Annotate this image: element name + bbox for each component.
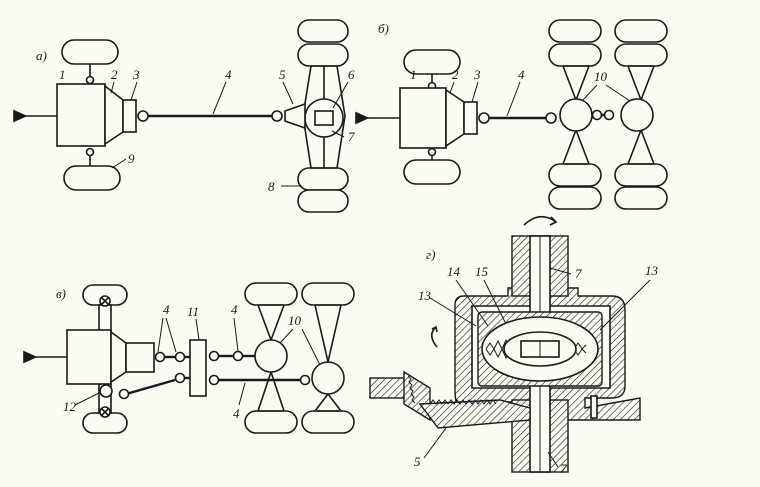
- wheel: [614, 43, 668, 67]
- label: 13: [418, 288, 432, 303]
- label: 12: [63, 399, 77, 414]
- wheel: [301, 282, 355, 306]
- engine: [399, 87, 447, 149]
- panel-c-letter: в): [56, 286, 66, 301]
- universal-joint: [137, 110, 149, 122]
- label: 15: [475, 264, 489, 279]
- wheel: [403, 159, 461, 185]
- label: 10: [288, 313, 302, 328]
- wheel: [614, 186, 668, 210]
- wheel: [63, 165, 121, 191]
- universal-joint: [591, 109, 603, 121]
- gearbox: [125, 342, 155, 373]
- label: 7: [575, 266, 582, 281]
- wheel: [548, 19, 602, 43]
- gearbox: [122, 99, 137, 133]
- clutch: [110, 330, 127, 384]
- differential: [314, 110, 334, 126]
- label: 13: [645, 263, 659, 278]
- axle-housing: [311, 361, 345, 395]
- panel-a-letter: а): [36, 48, 47, 63]
- universal-joint: [478, 112, 490, 124]
- label: 8: [268, 179, 275, 194]
- label: 1: [59, 67, 66, 82]
- label: 4: [163, 302, 170, 317]
- wheel: [297, 189, 349, 213]
- panel-b-letter: б): [378, 21, 389, 36]
- wheel: [297, 19, 349, 43]
- label: 4: [233, 406, 240, 421]
- label: 4: [225, 67, 232, 82]
- wheel: [301, 410, 355, 434]
- panel-c: в) 4 11 4 10 12 4: [23, 282, 355, 434]
- label: 5: [279, 67, 286, 82]
- engine: [66, 329, 112, 385]
- wheel: [614, 19, 668, 43]
- panel-b: б) 1 2 3 4 10: [355, 19, 668, 210]
- label: 2: [111, 67, 118, 82]
- label: 10: [594, 69, 608, 84]
- wheel: [244, 282, 298, 306]
- panel-d: г) 14 15 7 13 13 5 7: [369, 215, 659, 476]
- wheel: [548, 163, 602, 187]
- wheel: [548, 43, 602, 67]
- front-differential: [99, 384, 113, 398]
- universal-joint: [603, 109, 615, 121]
- label: 2: [452, 67, 459, 82]
- transfer-box: [189, 339, 207, 397]
- label: 14: [447, 264, 461, 279]
- gearbox: [463, 101, 478, 135]
- axle-housing: [559, 98, 593, 132]
- label: 4: [231, 302, 238, 317]
- wheel: [297, 43, 349, 67]
- label: 9: [128, 151, 135, 166]
- panel-a: а) 1 2 3 4 5 6 7 8 9: [13, 19, 355, 213]
- label: 7: [560, 461, 567, 476]
- wheel: [61, 39, 119, 65]
- engine: [56, 83, 106, 147]
- clutch: [445, 88, 465, 148]
- wheel: [244, 410, 298, 434]
- label: 3: [473, 67, 481, 82]
- label: 5: [414, 454, 421, 469]
- label: 3: [132, 67, 140, 82]
- final-drive-gear: [284, 102, 306, 130]
- label: 1: [410, 67, 417, 82]
- label: 7: [348, 129, 355, 144]
- panel-d-letter: г): [426, 247, 435, 262]
- universal-joint: [271, 110, 283, 122]
- wheel: [548, 186, 602, 210]
- label: 11: [187, 304, 199, 319]
- axle-housing: [620, 98, 654, 132]
- universal-joint: [545, 112, 557, 124]
- clutch: [104, 84, 124, 146]
- wheel: [614, 163, 668, 187]
- label: 4: [518, 67, 525, 82]
- label: 6: [348, 67, 355, 82]
- wheel: [297, 167, 349, 191]
- axle-housing: [254, 339, 288, 373]
